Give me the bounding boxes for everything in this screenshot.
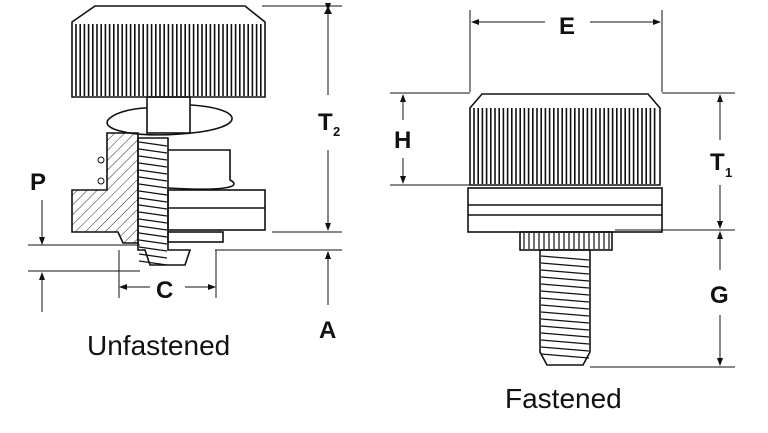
spring-left: [106, 104, 233, 136]
label-c: C: [156, 277, 173, 304]
spring-coil: [97, 177, 105, 185]
panel-washer-left: [167, 189, 266, 231]
washer-right: [467, 187, 663, 233]
thread-lines-right: [540, 255, 590, 359]
collar-left: [167, 231, 224, 243]
caption-unfastened: Unfastened: [87, 330, 230, 361]
label-h: H: [394, 127, 411, 154]
thread-left: [137, 137, 192, 266]
label-t2-sub: 2: [333, 124, 340, 139]
label-t1: T: [710, 149, 725, 176]
spring-coil: [97, 156, 105, 164]
label-t2: T: [318, 109, 333, 136]
sleeve-section: [71, 132, 139, 244]
label-a: A: [319, 317, 336, 344]
label-g: G: [710, 282, 729, 309]
knob-left: [71, 5, 266, 98]
label-t1-sub: 1: [725, 165, 732, 180]
knurl-left: [75, 24, 262, 96]
stem-left: [146, 96, 191, 134]
spring-lower: [167, 149, 235, 190]
thread-right: [539, 249, 591, 366]
label-p: P: [30, 169, 46, 196]
caption-fastened: Fastened: [505, 383, 622, 414]
unfastened-screw: [28, 5, 342, 272]
label-e: E: [559, 13, 575, 40]
knurl-right: [473, 108, 656, 184]
thread-lines-left: [138, 141, 168, 266]
fastened-screw: [467, 93, 663, 366]
